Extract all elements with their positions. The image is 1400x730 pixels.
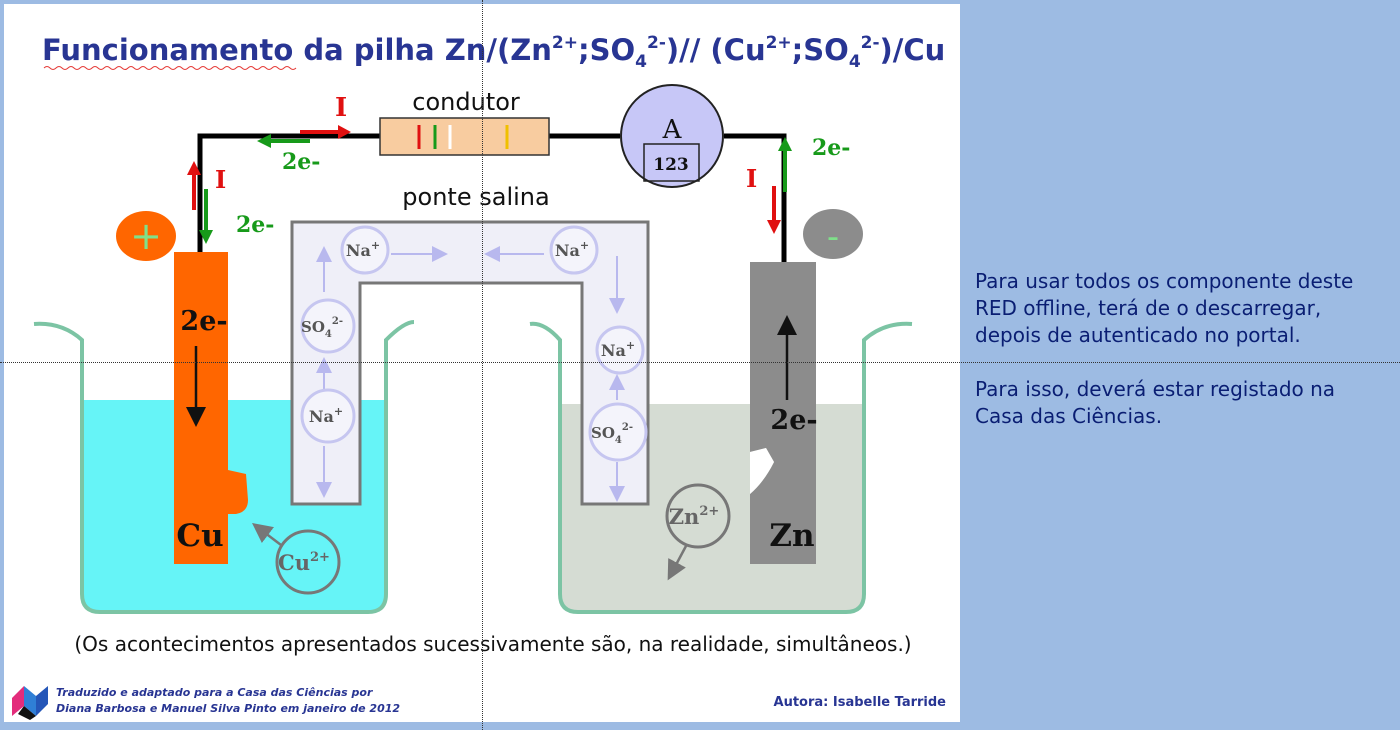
- svg-text:Na+: Na+: [601, 339, 635, 360]
- crosshair-horizontal: [0, 362, 1400, 363]
- spell-underline: [43, 66, 297, 70]
- electron-arrow-right: [778, 137, 792, 151]
- current-arrow-right: [767, 220, 781, 234]
- current-label-right: I: [746, 164, 757, 193]
- ion-zn2: Zn2+: [665, 483, 731, 549]
- current-label-left: I: [215, 165, 226, 194]
- svg-text:SO42-: SO42-: [591, 422, 633, 446]
- credits-line-1: Traduzido e adaptado para a Casa das Ciê…: [56, 686, 373, 699]
- ion-na-left-lower: Na+: [300, 388, 356, 444]
- ion-so4-left: SO42-: [300, 298, 356, 354]
- zn-release-arrow: [667, 545, 688, 581]
- svg-text:Na+: Na+: [309, 405, 343, 426]
- zn-electrode-label: Zn: [769, 518, 814, 554]
- ion-cu2: Cu2+: [275, 529, 341, 595]
- negative-terminal-badge: [803, 209, 863, 259]
- galvanic-cell-diagram: Funcionamento da pilha Zn/(Zn2+;SO42-)//…: [12, 33, 947, 720]
- cu-electrode-electrons: 2e-: [180, 306, 227, 337]
- ammeter-letter: A: [662, 115, 683, 145]
- beaker-left: [33, 320, 415, 614]
- note-paragraph-1: Para usar todos os componente deste RED …: [975, 269, 1354, 347]
- offline-download-note: Para usar todos os componente deste RED …: [975, 268, 1390, 457]
- casa-das-ciencias-logo: [12, 686, 48, 720]
- current-arrow-left: [187, 161, 201, 175]
- current-arrow-top: [338, 125, 351, 139]
- ion-na-top-right: Na+: [549, 225, 599, 275]
- electron-arrow-top: [257, 134, 271, 148]
- page-title: Funcionamento da pilha Zn/(Zn2+;SO42-)//…: [42, 33, 945, 72]
- minus-sign: -: [827, 217, 839, 257]
- electron-label-right: 2e-: [812, 135, 850, 161]
- cu-electrode-label: Cu: [176, 518, 223, 554]
- zn-electrode: [750, 262, 816, 564]
- ammeter: [620, 84, 724, 188]
- electron-arrow-left: [199, 230, 213, 244]
- svg-text:SO42-: SO42-: [301, 316, 343, 340]
- cu-electrode: [174, 252, 248, 564]
- cu-deposit-arrow: [252, 522, 282, 546]
- electron-label-top: 2e-: [282, 149, 320, 175]
- ion-na-right-lower: Na+: [595, 325, 645, 375]
- beaker-right: [529, 321, 913, 614]
- resistor: [379, 117, 550, 156]
- zn-electrode-electrons: 2e-: [770, 405, 817, 436]
- ion-so4-right: SO42-: [588, 402, 648, 462]
- electron-label-left: 2e-: [236, 212, 274, 238]
- wire-left: [197, 133, 380, 252]
- wire-right: [724, 133, 787, 262]
- salt-bridge-label: ponte salina: [402, 183, 549, 211]
- credits-line-2: Diana Barbosa e Manuel Silva Pinto em ja…: [56, 702, 400, 715]
- crosshair-vertical: [482, 0, 483, 730]
- current-label-top: I: [335, 93, 347, 123]
- note-paragraph-2: Para isso, deverá estar registado na Cas…: [975, 377, 1336, 428]
- ion-na-top-left: Na+: [340, 225, 390, 275]
- condutor-label: condutor: [412, 88, 520, 116]
- svg-text:Na+: Na+: [346, 239, 380, 260]
- simultaneous-note: (Os acontecimentos apresentados sucessiv…: [74, 632, 911, 656]
- author-credit: Autora: Isabelle Tarride: [774, 695, 947, 710]
- svg-text:Na+: Na+: [555, 239, 589, 260]
- ammeter-reading: 123: [653, 155, 689, 175]
- svg-text:Cu2+: Cu2+: [278, 550, 330, 575]
- plus-sign: +: [130, 214, 162, 258]
- ammeter-display: [643, 143, 700, 182]
- positive-terminal-badge: [116, 211, 176, 261]
- svg-text:Zn2+: Zn2+: [669, 504, 720, 529]
